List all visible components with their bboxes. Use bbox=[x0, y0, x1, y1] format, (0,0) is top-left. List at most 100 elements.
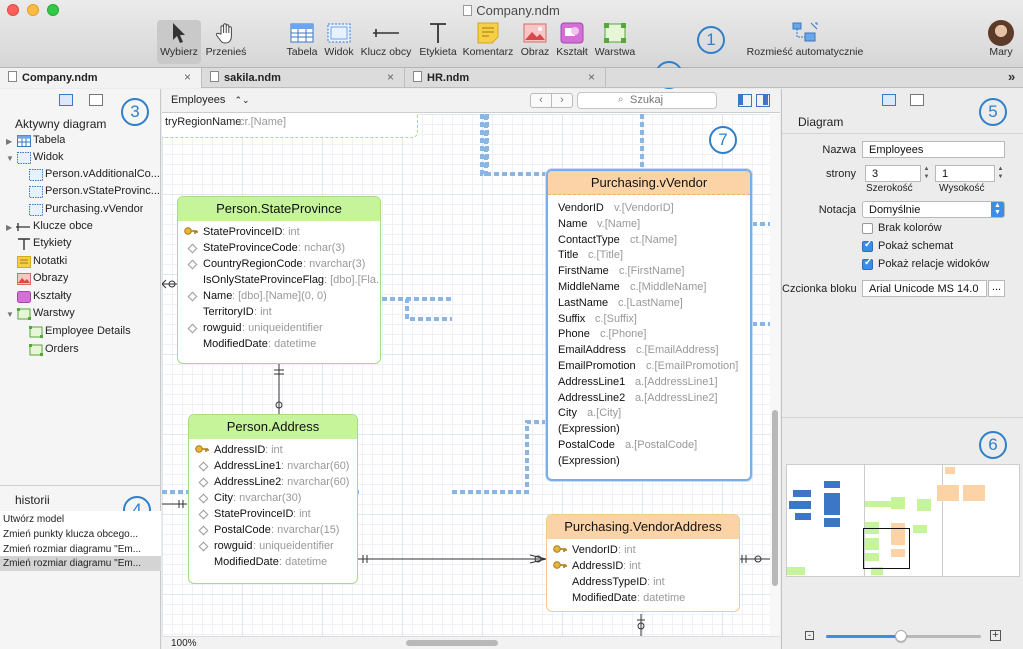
close-window-button[interactable] bbox=[7, 4, 19, 16]
column-row[interactable]: VendorID: int bbox=[547, 543, 739, 559]
history-item[interactable]: Zmień rozmiar diagramu "Em... bbox=[3, 544, 142, 555]
column-row[interactable]: rowguid: uniqueidentifier bbox=[178, 321, 380, 337]
user-account[interactable]: Mary bbox=[984, 20, 1018, 64]
scroll-thumb[interactable] bbox=[772, 410, 778, 586]
width-stepper[interactable]: ▲▼ bbox=[923, 166, 930, 180]
sidebar-item-images[interactable]: Obrazy bbox=[33, 272, 69, 284]
disclosure-triangle-icon[interactable]: ▶ bbox=[6, 137, 13, 146]
sidebar-item-notes[interactable]: Notatki bbox=[33, 255, 68, 267]
entity-fragment[interactable]: tryRegionName cr.[Name] bbox=[162, 114, 418, 138]
no-colors-checkbox[interactable] bbox=[862, 223, 873, 234]
show-view-relations-checkbox[interactable] bbox=[862, 257, 873, 270]
sidebar-item-tables[interactable]: Tabela bbox=[33, 134, 66, 146]
tab-hr[interactable]: HR.ndm × bbox=[405, 68, 606, 88]
column-row[interactable]: ModifiedDate: datetime bbox=[178, 337, 380, 353]
history-item[interactable]: Utwórz model bbox=[3, 514, 65, 525]
sidebar-item-labels[interactable]: Etykiety bbox=[33, 237, 72, 249]
column-row[interactable]: ModifiedDate: datetime bbox=[189, 555, 357, 571]
column-row[interactable]: IsOnlyStateProvinceFlag: [dbo].[Fla... bbox=[178, 273, 380, 289]
zoom-in-icon[interactable]: + bbox=[990, 630, 1001, 641]
column-row[interactable]: City: nvarchar(30) bbox=[189, 491, 357, 507]
auto-arrange-button[interactable]: Rozmieść automatycznie bbox=[744, 20, 866, 64]
pages-width-field[interactable]: 3 bbox=[865, 165, 921, 182]
column-row[interactable]: AddressLine2: nvarchar(60) bbox=[189, 475, 357, 491]
column-row[interactable]: AddressTypeID: int bbox=[547, 575, 739, 591]
sidebar-item-layers[interactable]: Warstwy bbox=[33, 307, 75, 319]
tool-comment-button[interactable]: Komentarz bbox=[462, 20, 514, 64]
column-row[interactable]: StateProvinceID: int bbox=[189, 507, 357, 523]
sidebar-item-layer[interactable]: Orders bbox=[45, 343, 79, 355]
column-row[interactable]: (Expression) bbox=[548, 454, 750, 470]
zoom-window-button[interactable] bbox=[47, 4, 59, 16]
history-item[interactable]: Zmień punkty klucza obcego... bbox=[3, 529, 139, 540]
column-row[interactable]: PostalCode: nvarchar(15) bbox=[189, 523, 357, 539]
sidebar-item-foreign-keys[interactable]: Klucze obce bbox=[33, 220, 93, 232]
minimap-viewport[interactable] bbox=[863, 528, 910, 569]
column-row[interactable]: AddressLine1: nvarchar(60) bbox=[189, 459, 357, 475]
zoom-level[interactable]: 100% bbox=[171, 638, 197, 649]
disclosure-triangle-icon[interactable]: ▶ bbox=[6, 223, 13, 232]
sidebar-image-view-button[interactable] bbox=[89, 94, 103, 106]
column-row[interactable]: rowguid: uniqueidentifier bbox=[189, 539, 357, 555]
column-row[interactable]: (Expression) bbox=[548, 422, 750, 438]
close-tab-icon[interactable]: × bbox=[587, 70, 595, 84]
nav-forward-button[interactable]: › bbox=[551, 93, 573, 108]
vertical-scrollbar[interactable] bbox=[770, 114, 780, 636]
column-row[interactable]: StateProvinceID: int bbox=[178, 225, 380, 241]
notation-select[interactable]: Domyślnie ▲▼ bbox=[862, 201, 1005, 218]
diagram-selector[interactable]: Employees ⌃⌄ bbox=[171, 94, 250, 106]
column-row[interactable]: Name: [dbo].[Name](0, 0) bbox=[178, 289, 380, 305]
diagram-name-field[interactable]: Employees bbox=[862, 141, 1005, 158]
zoom-out-icon[interactable]: - bbox=[805, 631, 814, 640]
tab-overflow-icon[interactable]: » bbox=[1008, 69, 1016, 84]
tool-label-button[interactable]: Etykieta bbox=[418, 20, 458, 64]
tool-table-button[interactable]: Tabela bbox=[284, 20, 320, 64]
sidebar-item-views[interactable]: Widok bbox=[33, 151, 64, 163]
disclosure-triangle-icon[interactable]: ▼ bbox=[6, 310, 14, 319]
column-row[interactable]: AddressID: int bbox=[189, 443, 357, 459]
horizontal-scroll-thumb[interactable] bbox=[406, 640, 498, 646]
tool-layer-button[interactable]: Warstwa bbox=[594, 20, 636, 64]
minimize-window-button[interactable] bbox=[27, 4, 39, 16]
pages-height-field[interactable]: 1 bbox=[935, 165, 995, 182]
toggle-right-panel-button[interactable] bbox=[756, 94, 770, 107]
column-row[interactable]: ModifiedDate: datetime bbox=[547, 591, 739, 607]
diagram-canvas[interactable]: tryRegionName cr.[Name] Person.StateProv… bbox=[162, 114, 770, 636]
minimap[interactable] bbox=[786, 464, 1020, 577]
tool-select-button[interactable]: Wybierz bbox=[157, 20, 201, 64]
close-tab-icon[interactable]: × bbox=[386, 70, 394, 84]
sidebar-item-view[interactable]: Person.vStateProvinc... bbox=[45, 185, 159, 197]
tool-view-button[interactable]: Widok bbox=[322, 20, 356, 64]
zoom-slider-knob[interactable] bbox=[895, 630, 907, 642]
search-input[interactable] bbox=[630, 94, 710, 106]
height-stepper[interactable]: ▲▼ bbox=[997, 166, 1004, 180]
properties-view-button[interactable] bbox=[882, 94, 896, 106]
sidebar-item-layer[interactable]: Employee Details bbox=[45, 325, 131, 337]
tool-foreign-key-button[interactable]: Klucz obcy bbox=[358, 20, 414, 64]
sidebar-item-shapes[interactable]: Kształty bbox=[33, 290, 72, 302]
search-field[interactable]: ⌕ bbox=[577, 92, 717, 109]
column-row[interactable]: CountryRegionCode: nvarchar(3) bbox=[178, 257, 380, 273]
tab-sakila[interactable]: sakila.ndm × bbox=[202, 68, 405, 88]
image-view-button[interactable] bbox=[910, 94, 924, 106]
column-row[interactable]: TerritoryID: int bbox=[178, 305, 380, 321]
close-tab-icon[interactable]: × bbox=[183, 70, 191, 84]
block-font-field[interactable]: Arial Unicode MS 14.0 bbox=[862, 280, 987, 297]
toggle-left-panel-button[interactable] bbox=[738, 94, 752, 107]
sidebar-tree-view-button[interactable] bbox=[59, 94, 73, 106]
